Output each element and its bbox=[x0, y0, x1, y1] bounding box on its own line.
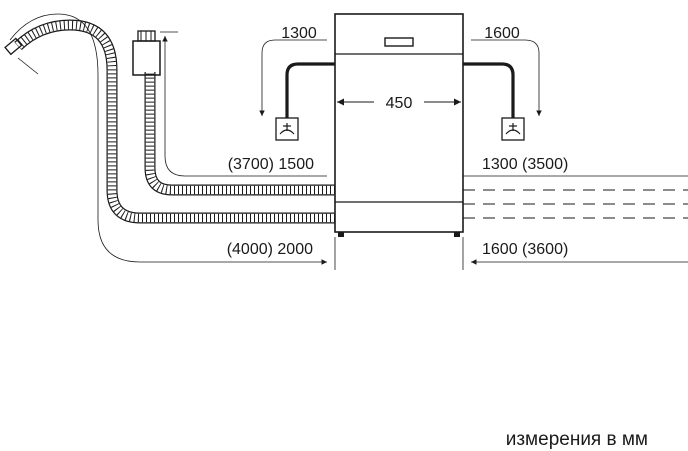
dishwasher-body bbox=[334, 13, 464, 233]
unit-note: измерения в мм bbox=[506, 429, 648, 450]
right-tap-box bbox=[501, 117, 525, 141]
width-label: 450 bbox=[386, 95, 413, 112]
right-inlet-pipe bbox=[463, 62, 515, 118]
hose-right-lower-label: 1600 (3600) bbox=[482, 241, 568, 258]
hose-left-upper-label: (3700) 1500 bbox=[228, 156, 314, 173]
left-inlet-arrow bbox=[259, 39, 327, 116]
drain-hose-end bbox=[4, 37, 23, 56]
left-inlet bbox=[259, 39, 335, 141]
inlet-hose-length-arrow bbox=[162, 36, 327, 177]
left-inlet-pipe bbox=[285, 62, 335, 118]
left-foot bbox=[338, 232, 344, 237]
right-hose-extents bbox=[463, 175, 688, 265]
inlet-hose bbox=[132, 30, 335, 196]
left-inlet-label: 1300 bbox=[281, 25, 317, 42]
dishwasher bbox=[334, 13, 464, 237]
left-tap-box bbox=[275, 117, 299, 141]
right-inlet-label: 1600 bbox=[484, 25, 520, 42]
hose-right-upper-label: 1300 (3500) bbox=[482, 156, 568, 173]
right-inlet-arrow bbox=[471, 39, 542, 116]
right-foot bbox=[454, 232, 460, 237]
hose-left-lower-label: (4000) 2000 bbox=[227, 241, 313, 258]
right-inlet bbox=[463, 39, 542, 141]
aquastop-valve bbox=[132, 40, 161, 76]
drain-hose bbox=[4, 13, 335, 265]
drain-hose-length-arrow bbox=[9, 13, 327, 265]
display-panel bbox=[384, 37, 414, 47]
